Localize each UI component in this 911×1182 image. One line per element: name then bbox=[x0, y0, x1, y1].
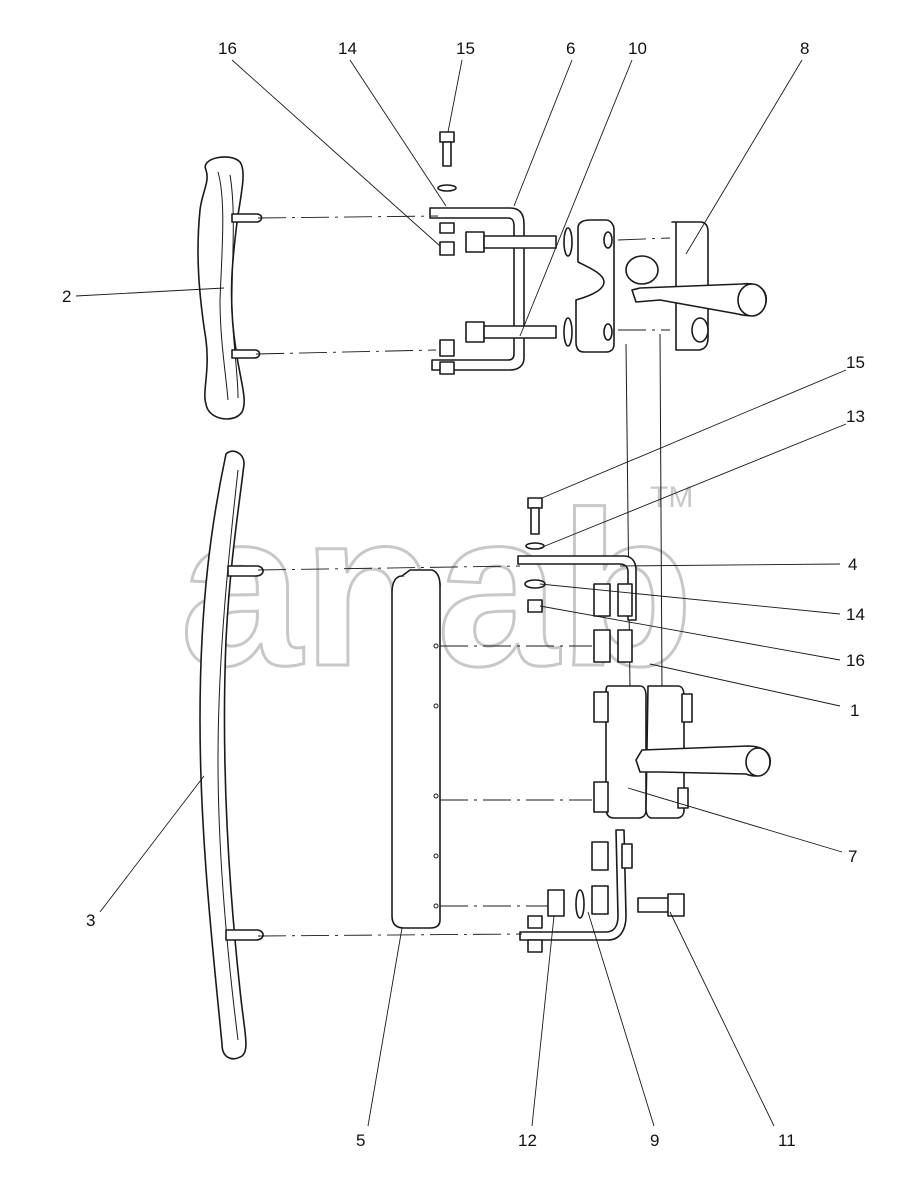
clamp-upper bbox=[575, 219, 615, 353]
callout-8: 8 bbox=[800, 39, 809, 58]
callout-9: 9 bbox=[650, 1131, 659, 1150]
callout-4: 4 bbox=[848, 555, 857, 574]
callout-16-mid: 16 bbox=[846, 651, 865, 670]
callout-10: 10 bbox=[628, 39, 647, 58]
trademark-symbol: TM bbox=[650, 481, 693, 514]
callout-2: 2 bbox=[62, 287, 71, 306]
handle-upper bbox=[197, 156, 263, 420]
callout-3: 3 bbox=[86, 911, 95, 930]
callout-5: 5 bbox=[356, 1131, 365, 1150]
centerlines bbox=[255, 215, 671, 937]
callout-1: 1 bbox=[850, 701, 859, 720]
mount-upper bbox=[625, 221, 767, 351]
handle-lower bbox=[199, 450, 264, 1060]
clamp-lower bbox=[593, 685, 772, 819]
callout-12: 12 bbox=[518, 1131, 537, 1150]
bracket-upper bbox=[429, 131, 573, 375]
callout-14-mid: 14 bbox=[846, 605, 865, 624]
callout-14-top: 14 bbox=[338, 39, 357, 58]
callout-13: 13 bbox=[846, 407, 865, 426]
pad bbox=[391, 569, 441, 929]
leader-lines bbox=[75, 59, 847, 1127]
callout-11: 11 bbox=[778, 1131, 796, 1150]
callout-labels: 16 14 15 6 10 8 2 15 13 4 14 16 1 7 3 5 … bbox=[62, 39, 865, 1150]
callout-15-top: 15 bbox=[456, 39, 475, 58]
bracket-middle bbox=[517, 497, 637, 663]
callout-16-top: 16 bbox=[218, 39, 237, 58]
callout-15-mid: 15 bbox=[846, 353, 865, 372]
callout-7: 7 bbox=[848, 847, 857, 866]
callout-6: 6 bbox=[566, 39, 575, 58]
bracket-lower bbox=[519, 829, 685, 953]
